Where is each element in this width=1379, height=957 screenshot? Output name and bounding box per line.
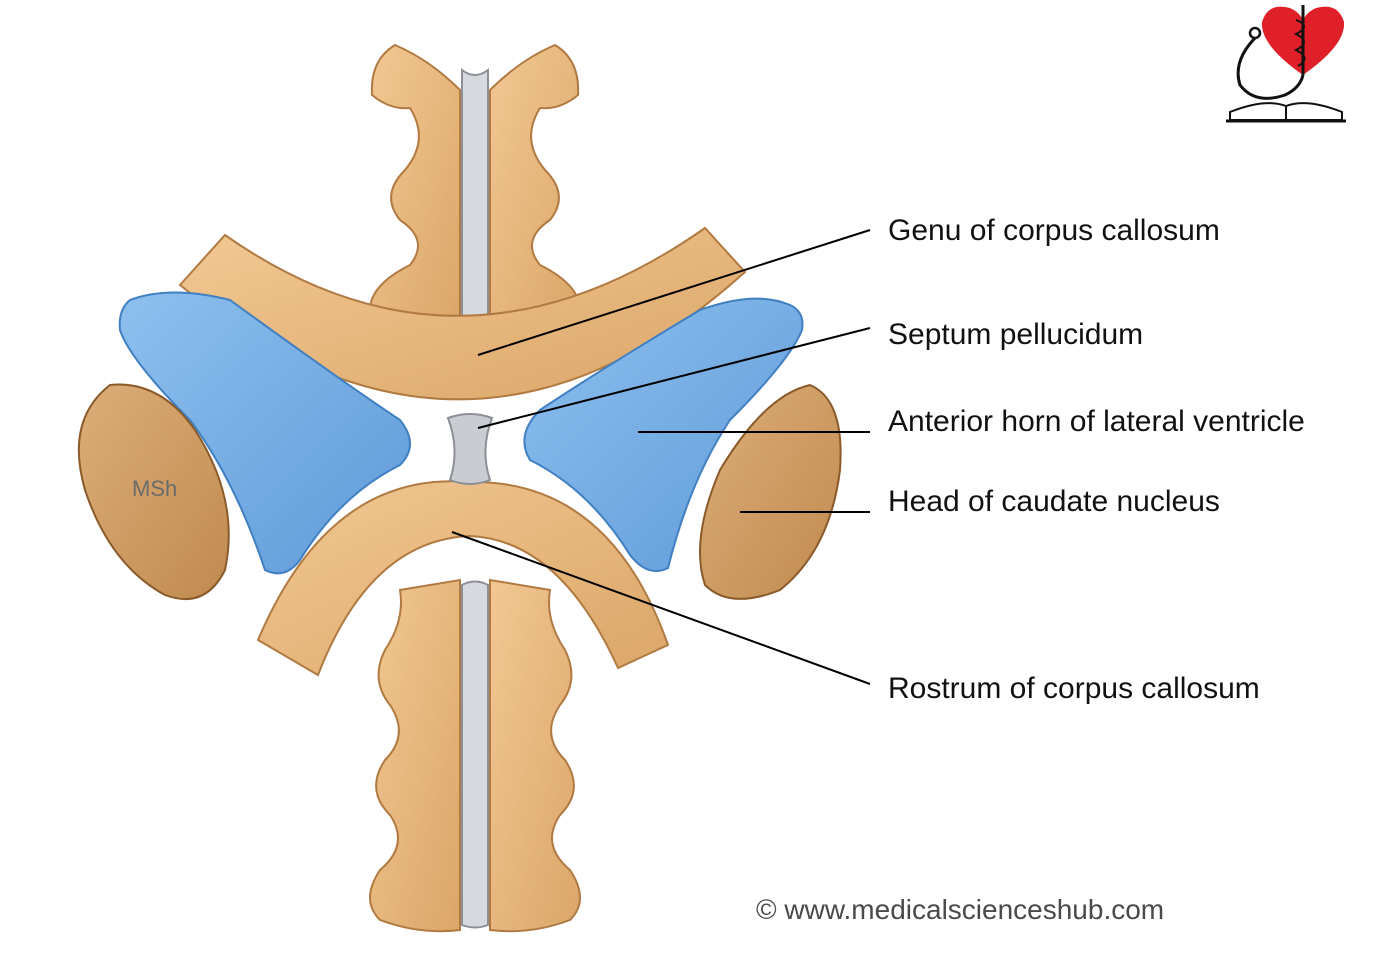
logo-book-icon bbox=[1229, 102, 1343, 121]
genu-corpus-callosum bbox=[178, 226, 747, 401]
rostrum-corpus-callosum bbox=[256, 480, 670, 677]
upper-right-gyrus bbox=[489, 43, 582, 327]
lower-fissure bbox=[461, 580, 489, 929]
watermark-msh: MSh bbox=[132, 476, 178, 501]
lower-left-gyrus bbox=[369, 578, 461, 933]
label-caudate: Head of caudate nucleus bbox=[888, 485, 1220, 518]
logo bbox=[1226, 5, 1346, 123]
left-anterior-horn bbox=[118, 291, 411, 575]
label-anterior-horn: Anterior horn of lateral ventricle bbox=[888, 405, 1305, 438]
label-genu: Genu of corpus callosum bbox=[888, 214, 1220, 247]
copyright-text: © www.medicalscienceshub.com bbox=[756, 894, 1165, 925]
label-rostrum: Rostrum of corpus callosum bbox=[888, 672, 1260, 705]
left-caudate-nucleus bbox=[77, 383, 230, 600]
right-anterior-horn bbox=[523, 297, 804, 572]
leader-genu bbox=[477, 229, 871, 356]
lower-right-gyrus bbox=[489, 578, 581, 933]
upper-left-gyrus bbox=[368, 43, 461, 327]
septum-pellucidum bbox=[446, 413, 494, 485]
logo-stethoscope-icon bbox=[1236, 33, 1305, 100]
right-caudate-nucleus bbox=[699, 383, 842, 600]
leader-rostrum bbox=[451, 531, 871, 685]
upper-fissure bbox=[461, 67, 489, 324]
label-septum: Septum pellucidum bbox=[888, 318, 1144, 351]
leader-septum bbox=[477, 327, 871, 429]
